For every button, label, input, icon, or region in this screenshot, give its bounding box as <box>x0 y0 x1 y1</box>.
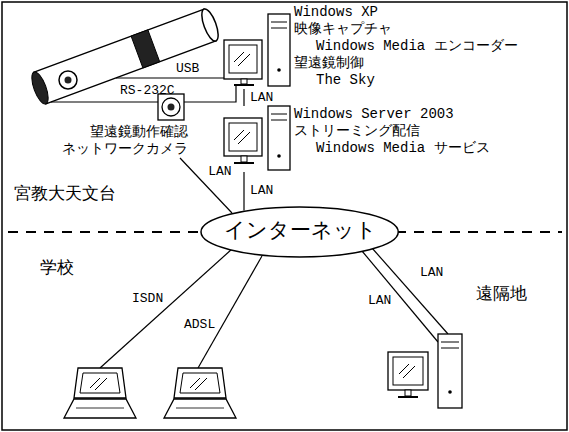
keyboard-row <box>176 408 224 409</box>
edge-label: LAN <box>249 184 274 198</box>
drive-bay <box>271 120 287 121</box>
drive-bay <box>271 22 287 23</box>
screen-glare <box>195 378 207 390</box>
edge-label: LAN <box>207 165 232 179</box>
node-text: 望遠鏡動作確認 ネットワークカメラ <box>48 124 188 158</box>
site-label: 宮教大天文台 <box>14 186 116 204</box>
node-text: The Sky <box>316 72 518 89</box>
screen-glare <box>403 366 415 378</box>
site-divider <box>396 231 562 233</box>
line-type-label: ADSL <box>184 318 215 332</box>
line-type-label: LAN <box>368 294 391 308</box>
workstation-icon <box>224 14 290 86</box>
power-button <box>448 390 452 394</box>
telescope-drawing <box>28 7 221 106</box>
laptop-display <box>80 373 120 393</box>
telescope-eyepiece <box>59 71 77 89</box>
edge-label: LAN <box>249 91 274 105</box>
screen-glare <box>238 132 250 144</box>
lan-connector <box>243 172 244 210</box>
pc-tower <box>438 334 462 408</box>
monitor-base <box>234 162 254 164</box>
monitor-base <box>398 396 418 398</box>
node-text: Windows XP <box>294 4 518 21</box>
screen-glare <box>399 364 409 374</box>
laptop-screen <box>174 368 226 398</box>
internet-outline <box>201 207 398 257</box>
laptop-keyboard <box>164 399 236 418</box>
pc-tower <box>268 106 290 170</box>
streaming-server: Windows Server 2003ストリーミング配信Windows Medi… <box>224 106 490 172</box>
laptop-display <box>180 373 220 393</box>
line-type-label: ISDN <box>132 292 163 306</box>
adsl-line <box>198 256 262 368</box>
monitor <box>388 352 428 390</box>
node-text: 望遠鏡制御 <box>294 55 518 72</box>
pc-tower <box>268 14 290 86</box>
node-text: Windows Server 2003 <box>294 106 490 123</box>
laptop-screen <box>74 368 126 398</box>
usb-cable <box>116 77 224 78</box>
telescope-eyepiece-center <box>65 77 72 84</box>
drive-bay <box>441 342 459 343</box>
lan-connector <box>243 89 244 106</box>
lan-connector <box>180 158 232 213</box>
telescope-tube <box>34 9 216 104</box>
interface-label: USB <box>176 62 199 76</box>
monitor-screen <box>229 45 257 73</box>
node-text: 映像キャプチャ <box>294 21 518 38</box>
laptop-keyboard <box>64 399 136 418</box>
laptop-icon <box>64 368 136 418</box>
laptop-icon <box>164 368 236 418</box>
power-button <box>277 68 281 72</box>
monitor-stand <box>405 390 411 396</box>
isdn-line <box>100 249 232 368</box>
monitor <box>224 118 262 156</box>
remote-pc-icon <box>388 334 462 408</box>
node-text: Windows Media エンコーダー <box>316 38 518 55</box>
node-text: Windows Media サービス <box>316 140 490 157</box>
monitor-base <box>234 84 254 86</box>
network-camera: 望遠鏡動作確認 ネットワークカメラ <box>48 92 188 158</box>
lan-line <box>372 248 448 334</box>
camera-lens-center <box>168 104 175 111</box>
monitor-screen <box>229 123 257 151</box>
telescope-aperture <box>198 7 221 43</box>
screen-glare <box>95 378 107 390</box>
monitor-stand <box>241 79 247 84</box>
monitor <box>224 40 262 79</box>
monitor-stand <box>241 156 247 162</box>
keyboard-row <box>76 408 124 409</box>
screen-glare <box>234 52 244 62</box>
lan-line <box>362 251 438 342</box>
workstation-pc: Windows XP映像キャプチャWindows Media エンコーダー望遠鏡… <box>224 4 518 89</box>
drive-bay <box>441 348 459 349</box>
screen-glare <box>238 54 250 66</box>
site-divider <box>8 231 205 233</box>
server-icon <box>224 106 290 170</box>
interface-label: RS-232C <box>120 84 175 98</box>
node-text: ストリーミング配信 <box>294 123 490 140</box>
telescope-band <box>131 30 160 68</box>
site-label: 遠隔地 <box>476 286 527 304</box>
monitor-screen <box>393 357 423 385</box>
node-text: インターネット <box>224 220 377 244</box>
line-type-label: LAN <box>420 266 443 280</box>
power-button <box>277 154 281 158</box>
drive-bay <box>271 114 287 115</box>
site-label: 学校 <box>40 260 74 278</box>
internet-cloud: インターネット <box>200 206 399 258</box>
telescope-end-cap <box>28 70 51 106</box>
drive-bay <box>271 28 287 29</box>
camera-lens <box>162 98 180 116</box>
screen-glare <box>234 130 244 140</box>
